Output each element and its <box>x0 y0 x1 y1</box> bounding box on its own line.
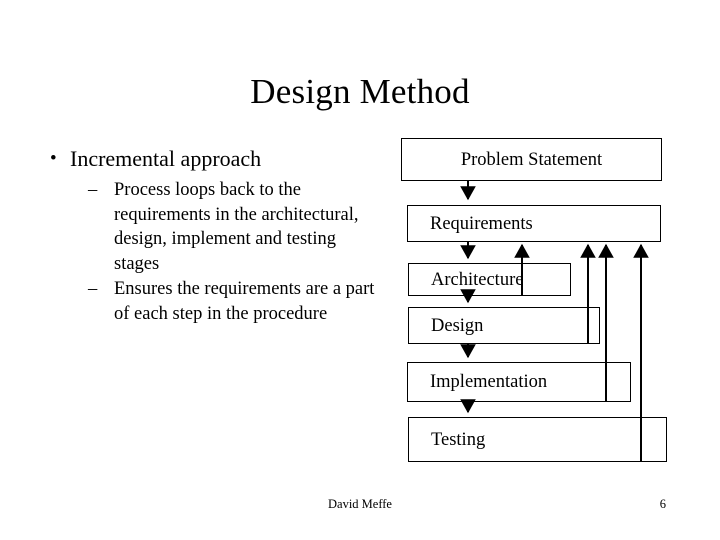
bullet-text-3: Ensures the requirements are a part of e… <box>114 279 375 324</box>
footer-author: David Meffe <box>328 497 392 511</box>
bullet-item-2: – Process loops back to the requirements… <box>44 178 379 276</box>
diagram-box-architecture[interactable]: Architecture <box>408 263 571 296</box>
footer-page-number: 6 <box>659 497 666 511</box>
bullet-marker-dash: – <box>88 180 98 200</box>
diagram-box-design[interactable]: Design <box>408 307 600 344</box>
diagram-box-label: Implementation <box>430 372 548 392</box>
diagram-box-implementation[interactable]: Implementation <box>407 362 631 402</box>
page-title: Design Method <box>250 72 470 111</box>
bullet-item-3: – Ensures the requirements are a part of… <box>44 277 379 326</box>
diagram-box-label: Requirements <box>430 213 533 234</box>
bullet-marker-dot: • <box>50 148 57 169</box>
diagram-box-label: Design <box>431 315 484 336</box>
diagram-box-label: Architecture <box>431 269 524 290</box>
diagram-box-label: Testing <box>431 429 486 450</box>
bullet-marker-dash: – <box>88 279 98 299</box>
diagram-box-problem-statement[interactable]: Problem Statement <box>401 138 662 181</box>
bullet-text-2: Process loops back to the requirements i… <box>114 180 359 274</box>
bullet-list: • Incremental approach – Process loops b… <box>44 144 379 327</box>
bullet-item-1: • Incremental approach <box>44 144 379 173</box>
diagram-box-requirements[interactable]: Requirements <box>407 205 661 242</box>
diagram-box-testing[interactable]: Testing <box>408 417 667 462</box>
bullet-text-1: Incremental approach <box>70 146 262 171</box>
diagram-box-label: Problem Statement <box>460 149 603 170</box>
